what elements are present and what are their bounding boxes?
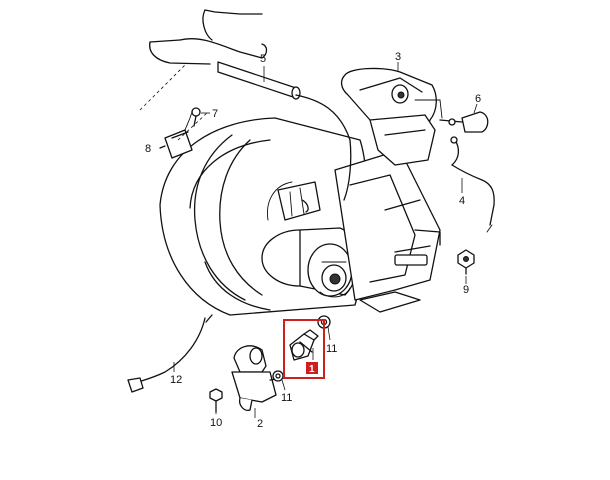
part-10-screw bbox=[209, 388, 223, 414]
callout-9[interactable]: 9 bbox=[463, 284, 469, 296]
callout-10[interactable]: 10 bbox=[210, 417, 222, 429]
part-9-bolt bbox=[457, 249, 475, 284]
callout-1[interactable]: 1 bbox=[309, 364, 315, 375]
part-1-highlight-frame bbox=[283, 319, 325, 379]
callout-1-badge[interactable] bbox=[306, 362, 318, 374]
callout-11-upper[interactable]: 11 bbox=[326, 343, 337, 355]
callout-3[interactable]: 3 bbox=[395, 51, 401, 63]
callout-11-lower[interactable]: 11 bbox=[281, 392, 292, 404]
callout-5[interactable]: 5 bbox=[260, 53, 266, 65]
callout-7[interactable]: 7 bbox=[212, 108, 218, 120]
part-4-cable bbox=[450, 136, 495, 233]
part-2-valve bbox=[231, 345, 286, 418]
callout-2[interactable]: 2 bbox=[257, 418, 263, 430]
part-3-duct-actuator bbox=[340, 62, 443, 166]
callout-12[interactable]: 12 bbox=[170, 374, 182, 386]
part-8-switch bbox=[139, 64, 209, 159]
part-11-clip-lower bbox=[272, 370, 286, 391]
part-12-cable bbox=[127, 314, 213, 393]
blower-housing bbox=[159, 117, 441, 316]
callout-4[interactable]: 4 bbox=[459, 195, 465, 207]
part-7-screw bbox=[191, 107, 210, 127]
part-6-connector bbox=[439, 103, 489, 133]
part-1-fitting bbox=[289, 329, 319, 361]
part-5-tube bbox=[149, 9, 352, 201]
callout-8[interactable]: 8 bbox=[145, 143, 151, 155]
callout-6[interactable]: 6 bbox=[475, 93, 481, 105]
